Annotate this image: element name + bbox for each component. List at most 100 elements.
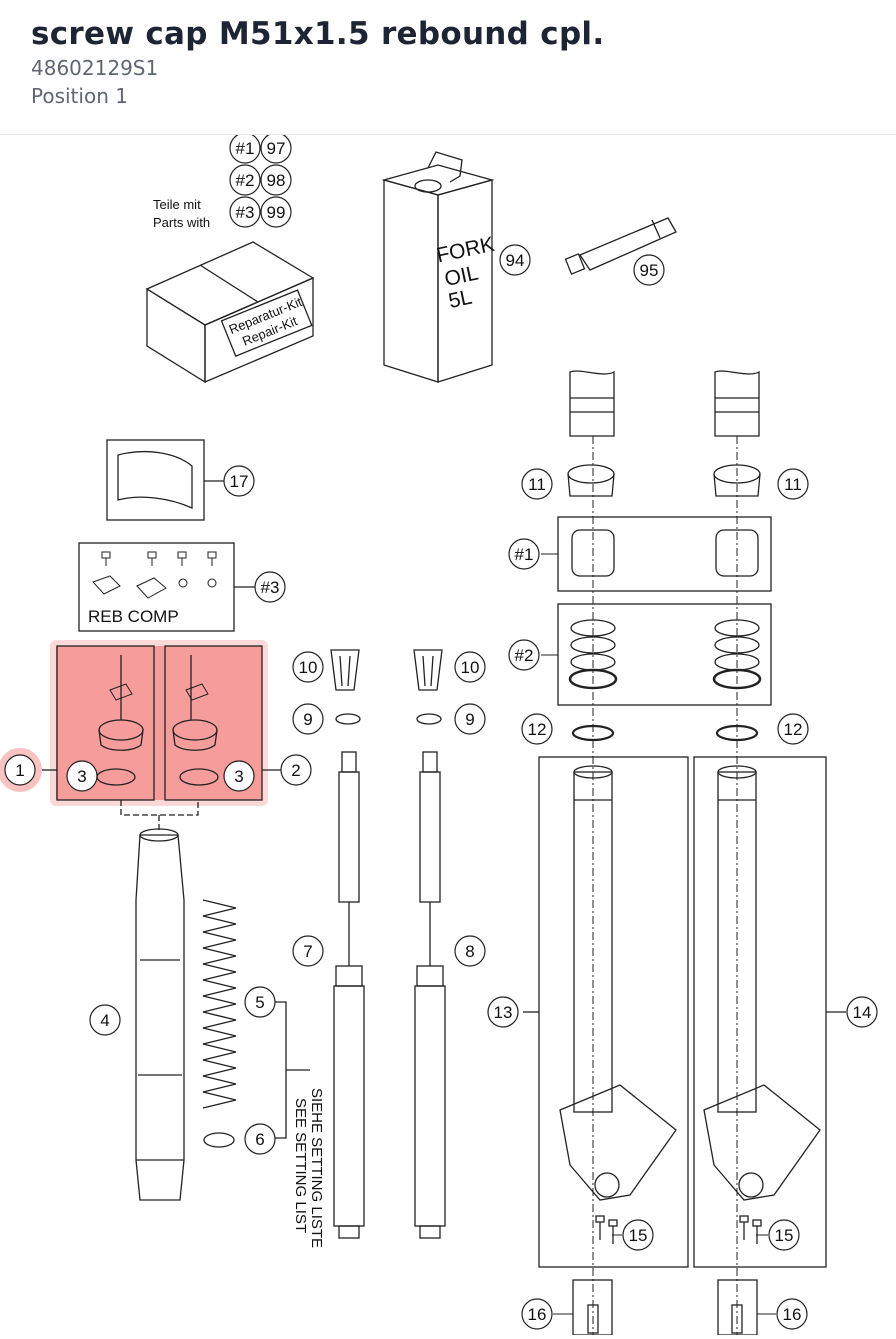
callout-10-circle[interactable] [292, 651, 324, 683]
part-title: screw cap M51x1.5 rebound cpl. [31, 16, 605, 52]
callout-3-circle[interactable] [223, 760, 255, 792]
callout-hash-3-circle[interactable] [254, 571, 286, 603]
part-10-right[interactable] [413, 649, 443, 691]
part-13-fork-leg[interactable] [523, 756, 689, 1268]
callout-6-circle[interactable] [244, 1123, 276, 1155]
part-9-left[interactable] [335, 713, 361, 725]
callout-leaders [541, 553, 776, 1315]
callout-9-circle[interactable] [454, 703, 486, 735]
callout-11-circle[interactable] [777, 468, 809, 500]
callout-2-label: 2 [291, 761, 300, 780]
oil-line-3: 5L [446, 286, 474, 313]
callout-99-label: 99 [267, 203, 286, 222]
callout-97-label: 97 [267, 139, 286, 158]
part-10-left[interactable] [330, 649, 360, 691]
part-8-cartridge[interactable] [414, 751, 446, 1239]
reb-comp-label: REB COMP [88, 607, 179, 626]
setting-en-label: SEE SETTING LIST [292, 1098, 309, 1233]
part-kit-2-box[interactable] [557, 603, 772, 706]
kit-callouts: Teile mit Parts with [153, 197, 210, 230]
callout-15-circle[interactable] [768, 1219, 800, 1251]
callout-6-label: 6 [255, 1130, 264, 1149]
callout-9-circle[interactable] [292, 703, 324, 735]
callout-3-label: 3 [77, 767, 86, 786]
callout-hash-1-circle[interactable] [508, 538, 540, 570]
callout-11-label: 11 [784, 475, 802, 494]
callout-4-circle[interactable] [89, 1004, 121, 1036]
part-15-screws-right[interactable] [739, 1215, 762, 1244]
callout-94-circle[interactable] [499, 244, 531, 276]
callout-hash-2-label: #2 [236, 171, 255, 190]
callout-11-label: 11 [528, 475, 546, 494]
callout-8-label: 8 [465, 942, 474, 961]
callout-10-circle[interactable] [454, 651, 486, 683]
callout-16-circle[interactable] [521, 1298, 553, 1330]
part-9-right[interactable] [416, 713, 442, 725]
callout-15-label: 15 [629, 1226, 648, 1245]
screw-cap-rebound-box[interactable] [56, 645, 155, 801]
callout-16-label: 16 [528, 1305, 547, 1324]
callout-16-label: 16 [783, 1305, 802, 1324]
callout-14-label: 14 [853, 1003, 872, 1022]
callout-1-circle[interactable] [4, 754, 36, 786]
callout-8-circle[interactable] [454, 935, 486, 967]
page-header: screw cap M51x1.5 rebound cpl. 48602129S… [0, 0, 896, 135]
screw-cap-compression-box[interactable] [164, 645, 263, 801]
assembly-axis-lines [592, 436, 738, 1335]
fork-oil-can[interactable]: FORK OIL 5L [381, 151, 497, 383]
callout-hash-3-label: #3 [236, 203, 255, 222]
callout-17-label: 17 [230, 472, 249, 491]
part-14-fork-leg[interactable] [693, 756, 846, 1268]
part-11-left[interactable] [567, 464, 615, 497]
oil-line-1: FORK [435, 233, 497, 268]
callout-7-circle[interactable] [292, 935, 324, 967]
callout-95-circle[interactable] [633, 254, 665, 286]
repair-kit-box[interactable]: Reparatur-Kit Repair-Kit [145, 241, 315, 384]
callout-98-label: 98 [267, 171, 286, 190]
grease-tube[interactable] [564, 217, 677, 275]
part-kit-3-box[interactable]: REB COMP [78, 542, 256, 632]
part-4-outer-tube[interactable] [135, 828, 185, 1201]
callout-12-label: 12 [528, 720, 547, 739]
callout-99-circle[interactable] [260, 196, 292, 228]
callout-10-label: 10 [299, 658, 318, 677]
part-17-clip[interactable] [106, 439, 226, 521]
callout-hash-1-label: #1 [236, 139, 255, 158]
callout-3-circle[interactable] [66, 760, 98, 792]
callout-16-circle[interactable] [776, 1298, 808, 1330]
part-number: 48602129S1 [31, 56, 159, 80]
callout-hash-3-label: #3 [261, 578, 280, 597]
callout-hash-2-circle[interactable] [508, 639, 540, 671]
callout-2-circle[interactable] [280, 754, 312, 786]
callout-15-circle[interactable] [622, 1219, 654, 1251]
callout-hash-2-label: #2 [515, 646, 534, 665]
part-5-spring[interactable] [202, 899, 237, 1148]
part-15-screws-left[interactable] [595, 1215, 618, 1244]
callout-13-circle[interactable] [487, 996, 519, 1028]
part-kit-1-box[interactable] [557, 516, 772, 592]
callout-12-circle[interactable] [521, 713, 553, 745]
callout-13-label: 13 [494, 1003, 513, 1022]
callout-5-circle[interactable] [244, 986, 276, 1018]
setting-de-label: SIEHE SETTING LISTE [308, 1088, 325, 1248]
callout-17-circle[interactable] [223, 465, 255, 497]
upper-tube-right[interactable] [714, 370, 760, 437]
callout-5-label: 5 [255, 993, 264, 1012]
part-7-cartridge[interactable] [333, 751, 365, 1239]
upper-tube-left[interactable] [569, 370, 615, 437]
callout-11-circle[interactable] [521, 468, 553, 500]
callout-12-circle[interactable] [777, 713, 809, 745]
callout-1-label: 1 [15, 761, 24, 780]
callout-12-label: 12 [784, 720, 803, 739]
part-position: Position 1 [31, 84, 128, 108]
callout-hash-1-label: #1 [515, 545, 534, 564]
callout-98-circle[interactable] [260, 164, 292, 196]
callout-7-label: 7 [303, 942, 312, 961]
callout-14-circle[interactable] [846, 996, 878, 1028]
callout-15-label: 15 [775, 1226, 794, 1245]
kit-en-label: Parts with [153, 215, 210, 230]
callout-hash-2-circle[interactable] [229, 164, 261, 196]
callout-hash-3-circle[interactable] [229, 196, 261, 228]
callout-95-label: 95 [640, 261, 659, 280]
